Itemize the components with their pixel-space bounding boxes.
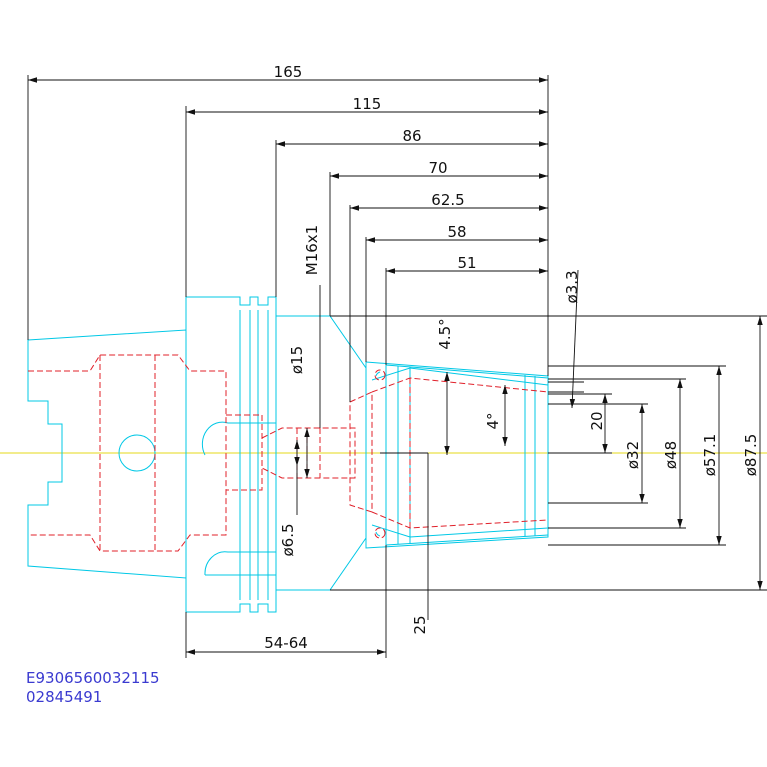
dim-length-58: 58 [447,223,466,241]
dim-dia-57-1: ø57.1 [701,434,719,477]
dim-length-62-5: 62.5 [431,191,464,209]
dim-length-51: 51 [457,254,476,272]
dim-length-86: 86 [402,127,421,145]
dim-dia-15: ø15 [288,346,306,374]
dim-dia-6-5: ø6.5 [279,523,297,556]
dim-angle-4: 4° [484,412,502,429]
dim-dia-3-3: ø3.3 [563,270,581,303]
dim-thread-m16x1: M16x1 [303,225,321,275]
dim-dia-87-5: ø87.5 [742,434,760,477]
dim-len-20: 20 [588,411,606,430]
tool-holder-outline [27,296,549,613]
dim-dia-48: ø48 [662,441,680,469]
dim-len-25: 25 [411,615,429,634]
dim-range-54-64: 54-64 [264,634,308,652]
dim-length-115: 115 [353,95,382,113]
dim-overall-length: 165 [274,63,303,81]
part-code-line1: E9306560032115 [26,669,160,687]
part-code-line2: 02845491 [26,688,102,706]
dim-length-70: 70 [428,159,447,177]
dimension-geometry [27,75,767,658]
dim-angle-4-5: 4.5° [436,318,454,349]
dim-dia-32: ø32 [624,441,642,469]
